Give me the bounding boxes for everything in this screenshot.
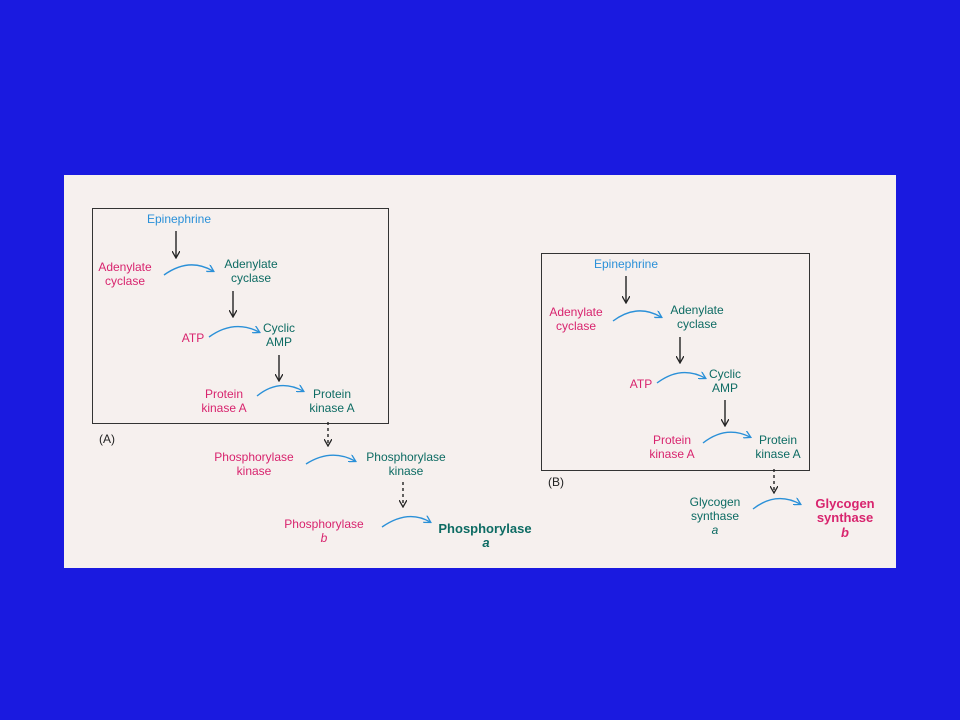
a-adenylate-cyclase-active: Adenylate cyclase [224,257,278,285]
b-panel-label: (B) [548,475,564,489]
b-pka-inactive: Protein kinase A [649,433,695,461]
b-atp: ATP [629,377,653,391]
a-curve-phosphorylase [381,517,430,528]
b-curve-atp [656,373,705,384]
b-curve-adenylate-cyclase [612,310,661,322]
a-epinephrine: Epinephrine [146,212,212,226]
panel-a-frame [92,208,389,424]
a-cyclic-amp: Cyclic AMP [263,321,295,349]
a-curve-adenylate-cyclase [163,264,213,276]
a-phosphorylase-a-form: a [482,535,490,550]
a-phosphorylase-kinase-inactive: Phosphorylase kinase [214,450,294,478]
a-panel-label: (A) [99,432,115,446]
a-curve-atp [208,327,259,338]
b-adenylate-cyclase-active: Adenylate cyclase [670,303,724,331]
b-cyclic-amp: Cyclic AMP [709,367,741,395]
b-glycogen-synthase-a-form: a [711,523,719,537]
panel-b-frame [541,253,810,471]
figure-panel: Epinephrine Adenylate cyclase Adenylate … [64,175,896,568]
a-phosphorylase-a-name: Phosphorylase [438,521,532,536]
a-phosphorylase-b-form: b [320,531,328,545]
a-phosphorylase-b-name: Phosphorylase [284,517,364,531]
b-epinephrine: Epinephrine [593,257,659,271]
a-curve-phk [305,454,355,465]
b-adenylate-cyclase-inactive: Adenylate cyclase [549,305,603,333]
arrow-layer [163,231,896,528]
a-curve-pka [256,386,303,397]
b-glycogen-synthase-b-name: Glycogen synthase [815,496,875,525]
a-adenylate-cyclase-inactive: Adenylate cyclase [98,260,152,288]
a-pka-inactive: Protein kinase A [201,387,247,415]
b-curve-pka [702,432,750,444]
a-atp: ATP [181,331,205,345]
a-phosphorylase-kinase-active: Phosphorylase kinase [366,450,446,478]
b-curve-glycogen-synthase [752,499,800,510]
b-glycogen-synthase-b-form: b [841,525,849,540]
b-glycogen-synthase-a-name: Glycogen synthase [689,495,741,523]
b-pka-active: Protein kinase A [755,433,801,461]
a-pka-active: Protein kinase A [309,387,355,415]
